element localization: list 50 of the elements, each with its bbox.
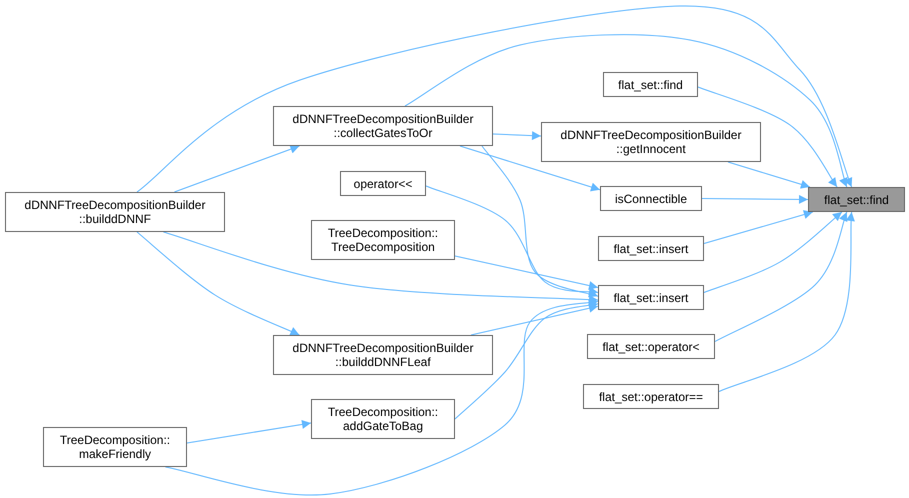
function-box xyxy=(273,335,493,375)
function-box xyxy=(808,187,905,212)
arrow xyxy=(698,86,838,188)
arrow xyxy=(426,186,598,296)
function-box xyxy=(311,220,455,260)
function-box xyxy=(603,72,698,97)
function-box xyxy=(598,236,704,261)
function-box xyxy=(600,186,702,211)
function-name: flat_set::insert xyxy=(614,290,688,304)
function-name: isConnectible xyxy=(614,192,688,206)
arrow xyxy=(136,232,300,336)
arrow xyxy=(136,6,853,192)
arrow xyxy=(460,146,600,192)
function-box xyxy=(541,122,761,162)
function-name: flat_set::insert xyxy=(614,242,688,256)
function-box xyxy=(43,427,187,467)
arrow xyxy=(454,301,598,420)
arrow xyxy=(718,212,856,392)
arrow xyxy=(482,146,598,298)
function-name: flat_set::find xyxy=(824,192,889,206)
arrow xyxy=(702,194,808,204)
function-name: dDNNFTreeDecompositionBuilder ::collectGatesToOr xyxy=(292,112,474,140)
arrow xyxy=(404,34,848,188)
function-name: dDNNFTreeDecompositionBuilder ::builddDNNFLeaf xyxy=(292,341,474,369)
function-box xyxy=(340,171,426,196)
function-box xyxy=(5,192,225,232)
function-name: dDNNFTreeDecompositionBuilder ::builddDNNF xyxy=(24,198,206,226)
function-name: flat_set::operator== xyxy=(598,390,704,404)
function-name: operator<< xyxy=(354,176,412,190)
function-box xyxy=(273,106,493,146)
arrow xyxy=(174,144,300,192)
arrow xyxy=(164,298,598,496)
arrow xyxy=(454,256,598,290)
function-box xyxy=(311,399,455,439)
function-name: dDNNFTreeDecompositionBuilder ::getInnocent xyxy=(560,128,742,156)
function-name: TreeDecomposition:: makeFriendly xyxy=(58,433,172,461)
function-box xyxy=(598,285,704,310)
arrow xyxy=(714,212,848,342)
arrow xyxy=(704,210,814,244)
function-name: TreeDecomposition:: addGateToBag xyxy=(326,405,440,433)
function-box xyxy=(583,384,719,409)
arrow xyxy=(728,162,810,189)
arrow xyxy=(704,212,842,293)
function-name: flat_set::operator< xyxy=(602,340,700,354)
function-name: TreeDecomposition:: TreeDecomposition xyxy=(326,226,440,254)
function-box xyxy=(587,334,715,359)
arrow xyxy=(470,304,598,336)
arrow xyxy=(492,131,542,140)
function-name: flat_set::find xyxy=(618,78,683,92)
arrow xyxy=(186,420,312,444)
